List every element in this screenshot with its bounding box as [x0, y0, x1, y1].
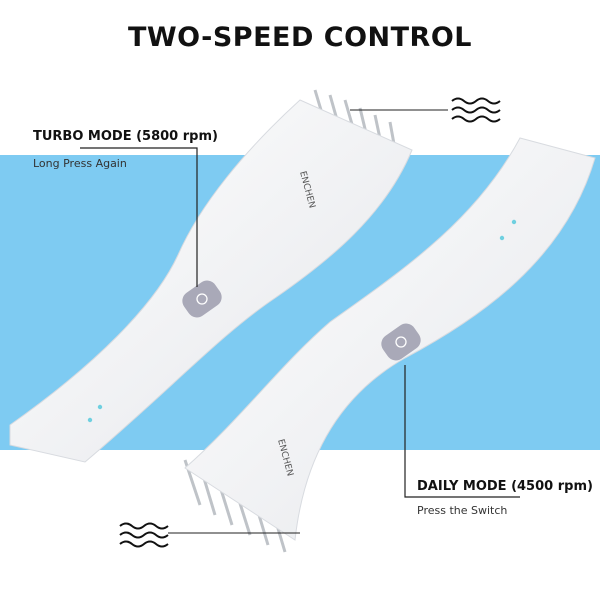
daily-mode-label: DAILY MODE (4500 rpm)	[417, 479, 593, 494]
vibration-wave-icon	[451, 97, 501, 123]
daily-mode-sub: Press the Switch	[417, 504, 508, 517]
turbo-mode-label: TURBO MODE (5800 rpm)	[33, 129, 218, 144]
power-icon	[395, 336, 407, 348]
vibration-wave-icon	[119, 522, 169, 548]
daily-leader-line	[404, 365, 520, 498]
left-power-button	[182, 280, 222, 318]
power-icon	[196, 293, 208, 305]
right-comb	[183, 459, 287, 553]
left-clipper-body	[9, 99, 413, 463]
turbo-leader-line	[80, 147, 198, 287]
page-title: TWO-SPEED CONTROL	[127, 22, 473, 53]
turbo-mode-sub: Long Press Again	[33, 157, 127, 170]
right-power-button	[381, 323, 421, 361]
